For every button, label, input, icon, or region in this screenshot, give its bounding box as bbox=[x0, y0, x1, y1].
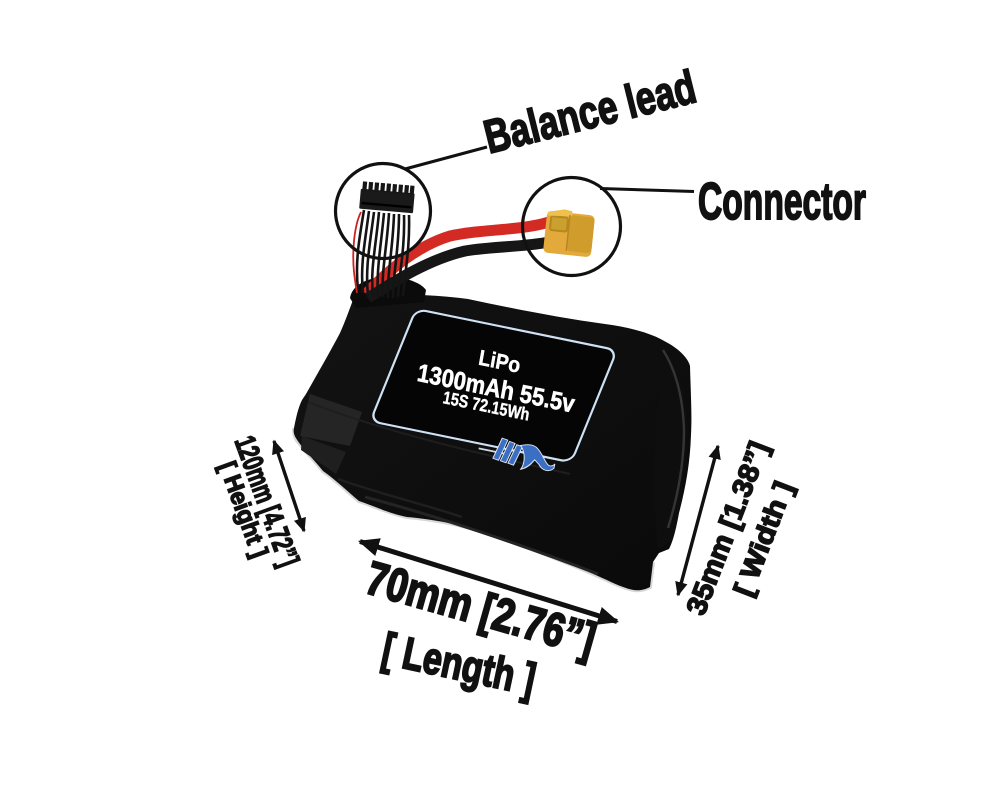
svg-text:Connector: Connector bbox=[698, 173, 866, 231]
